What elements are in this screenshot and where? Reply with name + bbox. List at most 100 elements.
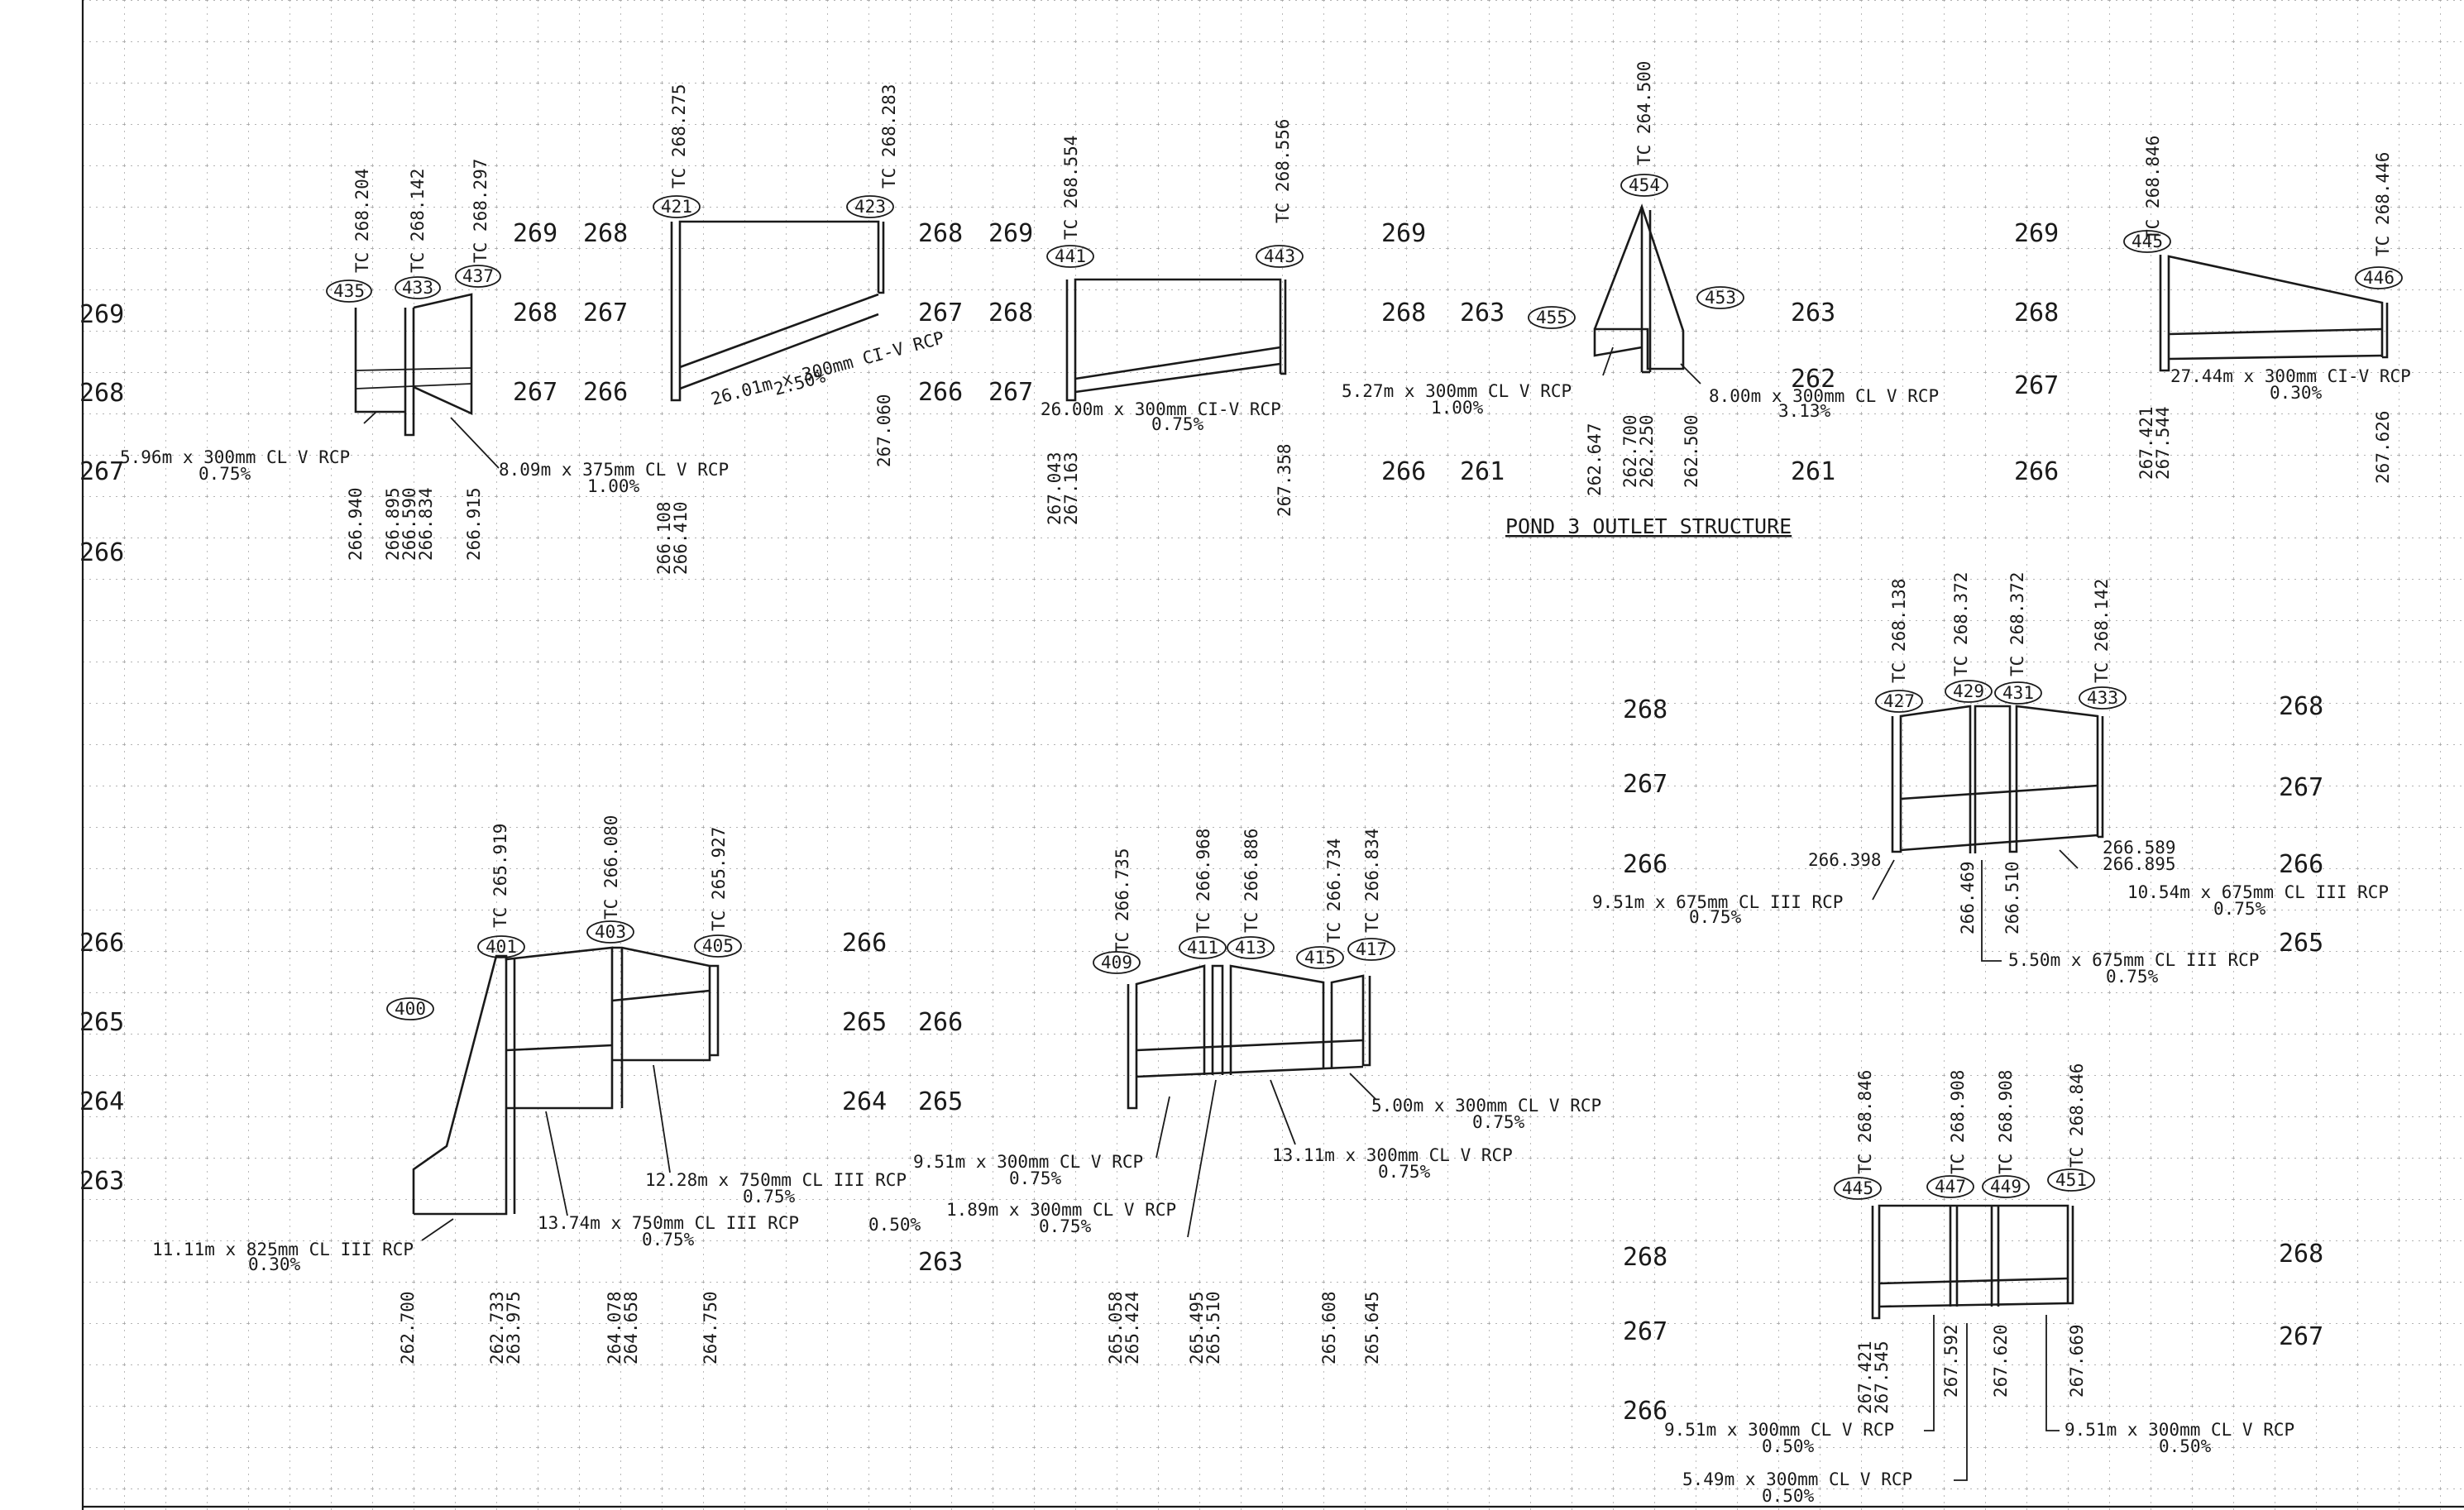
elev-label: 266 xyxy=(842,929,887,958)
invert-elevation: 262.733 xyxy=(487,1291,507,1364)
elev-label: 267 xyxy=(513,378,557,407)
elev-label: 265 xyxy=(842,1008,887,1037)
pipe-size: 9.51m x 300mm CL V RCP xyxy=(2064,1420,2294,1440)
elev-label: 267 xyxy=(79,457,124,486)
pipe-size: 9.51m x 300mm CL V RCP xyxy=(1664,1420,1894,1440)
top-elevation: TC 265.927 xyxy=(709,827,729,931)
pipe-slope: 0.75% xyxy=(1151,414,1204,434)
invert-elevation: 266.589 xyxy=(2103,838,2176,858)
top-elevation: TC 268.372 xyxy=(1951,572,1971,676)
top-elevation: TC 268.142 xyxy=(2092,579,2112,683)
top-elevation: TC 268.142 xyxy=(408,169,428,273)
invert-elevation: 265.645 xyxy=(1362,1291,1382,1364)
invert-elevation: 266.834 xyxy=(416,487,436,561)
pipe-slope: 0.50% xyxy=(1762,1486,1815,1506)
elev-label: 266 xyxy=(79,929,124,958)
invert-elevation: 267.544 xyxy=(2153,406,2173,480)
pipe-slope: 0.50% xyxy=(1762,1436,1815,1456)
elev-label: 269 xyxy=(988,219,1033,248)
profile-427-429-431-433: 268 267 266 268 267 266 265 427 429 431 … xyxy=(1592,572,2389,987)
invert-elevation: 265.058 xyxy=(1106,1291,1126,1364)
invert-elevation: 266.895 xyxy=(2103,854,2176,874)
pipe-size: 9.51m x 675mm CL III RCP xyxy=(1592,892,1843,912)
top-elevation: TC 265.919 xyxy=(490,824,510,928)
top-elevation: TC 266.886 xyxy=(1242,829,1261,933)
elev-label: 261 xyxy=(1791,457,1835,486)
elev-label: 267 xyxy=(2014,371,2059,400)
pipe-slope: 1.00% xyxy=(587,476,640,496)
manhole-label: 455 xyxy=(1536,308,1567,327)
manhole-label: 415 xyxy=(1304,948,1336,968)
elev-label: 266 xyxy=(1381,457,1426,486)
manhole-label: 405 xyxy=(702,936,734,956)
invert-elevation: 267.421 xyxy=(1855,1340,1875,1414)
elev-label: 264 xyxy=(842,1087,887,1116)
pipe-slope: 0.30% xyxy=(2270,383,2323,403)
manhole-label: 403 xyxy=(595,922,626,942)
elev-label: 267 xyxy=(988,378,1033,407)
top-elevation: TC 268.554 xyxy=(1061,136,1081,240)
elev-label: 268 xyxy=(2279,1240,2323,1269)
elev-label: 265 xyxy=(79,1008,124,1037)
profile-445-451: 268 267 266 268 267 445 447 449 451 TC 2… xyxy=(1623,1063,2323,1506)
invert-elevation: 264.078 xyxy=(605,1291,624,1364)
elev-label: 266 xyxy=(1623,850,1667,879)
elev-label: 267 xyxy=(918,299,963,327)
elev-label: 266 xyxy=(1623,1397,1667,1426)
top-elevation: TC 268.204 xyxy=(352,169,372,273)
profile-409-417: 409 411 413 415 417 TC 266.735 TC 266.96… xyxy=(913,829,1601,1364)
elev-label: 268 xyxy=(583,219,628,248)
elev-label: 268 xyxy=(79,379,124,408)
invert-elevation: 266.895 xyxy=(383,487,403,561)
pipe-size: 8.09m x 375mm CL V RCP xyxy=(499,460,729,480)
top-elevation: TC 266.834 xyxy=(1362,829,1382,933)
pipe-size: 13.11m x 300mm CL V RCP xyxy=(1272,1145,1513,1165)
invert-elevation: 266.410 xyxy=(671,501,691,575)
top-elevation: TC 268.846 xyxy=(1855,1070,1875,1174)
manhole-label: 409 xyxy=(1101,953,1132,972)
top-elevation: TC 268.556 xyxy=(1273,119,1293,223)
invert-elevation: 264.750 xyxy=(701,1291,720,1364)
elev-label: 267 xyxy=(1623,770,1667,799)
manhole-label: 443 xyxy=(1264,246,1295,266)
invert-elevation: 265.608 xyxy=(1319,1291,1339,1364)
invert-elevation: 265.510 xyxy=(1203,1291,1223,1364)
manhole-label: 421 xyxy=(661,197,692,217)
elev-label: 266 xyxy=(583,378,628,407)
manhole-label: 427 xyxy=(1883,691,1915,711)
manhole-label: 451 xyxy=(2055,1170,2087,1190)
manhole-label: 453 xyxy=(1705,288,1736,308)
top-elevation: TC 268.908 xyxy=(1948,1070,1968,1174)
top-elevation: TC 268.446 xyxy=(2373,152,2393,256)
pipe-size: 5.50m x 675mm CL III RCP xyxy=(2008,950,2259,970)
manhole-label: 433 xyxy=(2087,688,2118,708)
invert-elevation: 263.975 xyxy=(504,1291,524,1364)
pipe-size: 5.49m x 300mm CL V RCP xyxy=(1682,1469,1912,1489)
pipe-slope: 0.75% xyxy=(642,1230,695,1250)
elev-label: 268 xyxy=(1623,1243,1667,1272)
pipe-size: 27.44m x 300mm CI-V RCP xyxy=(2170,366,2411,386)
elev-label: 267 xyxy=(1623,1317,1667,1346)
elev-label: 268 xyxy=(918,219,963,248)
invert-elevation: 267.669 xyxy=(2067,1324,2087,1398)
invert-elevation: 262.500 xyxy=(1682,414,1701,488)
pipe-size: 5.27m x 300mm CL V RCP xyxy=(1342,381,1572,401)
invert-elevation: 267.358 xyxy=(1275,443,1294,517)
elev-label: 269 xyxy=(513,219,557,248)
pipe-size: 26.00m x 300mm CI-V RCP xyxy=(1041,399,1281,419)
elev-label: 265 xyxy=(2279,929,2323,958)
top-elevation: TC 266.735 xyxy=(1112,848,1132,953)
manhole-label: 417 xyxy=(1356,939,1387,959)
manhole-label: 449 xyxy=(1990,1177,2021,1197)
pipe-slope: 0.75% xyxy=(2106,967,2159,987)
invert-elevation: 266.108 xyxy=(654,501,674,575)
manhole-label: 401 xyxy=(486,937,517,957)
top-elevation: TC 268.908 xyxy=(1996,1070,2016,1174)
pipe-size: 1.89m x 300mm CL V RCP xyxy=(946,1200,1176,1220)
pipe-size: 13.74m x 750mm CL III RCP xyxy=(538,1213,799,1233)
invert-elevation: 267.043 xyxy=(1045,452,1065,525)
elev-label: 266 xyxy=(918,1008,963,1037)
elev-label: 268 xyxy=(1623,695,1667,724)
elev-label: 269 xyxy=(79,300,124,329)
